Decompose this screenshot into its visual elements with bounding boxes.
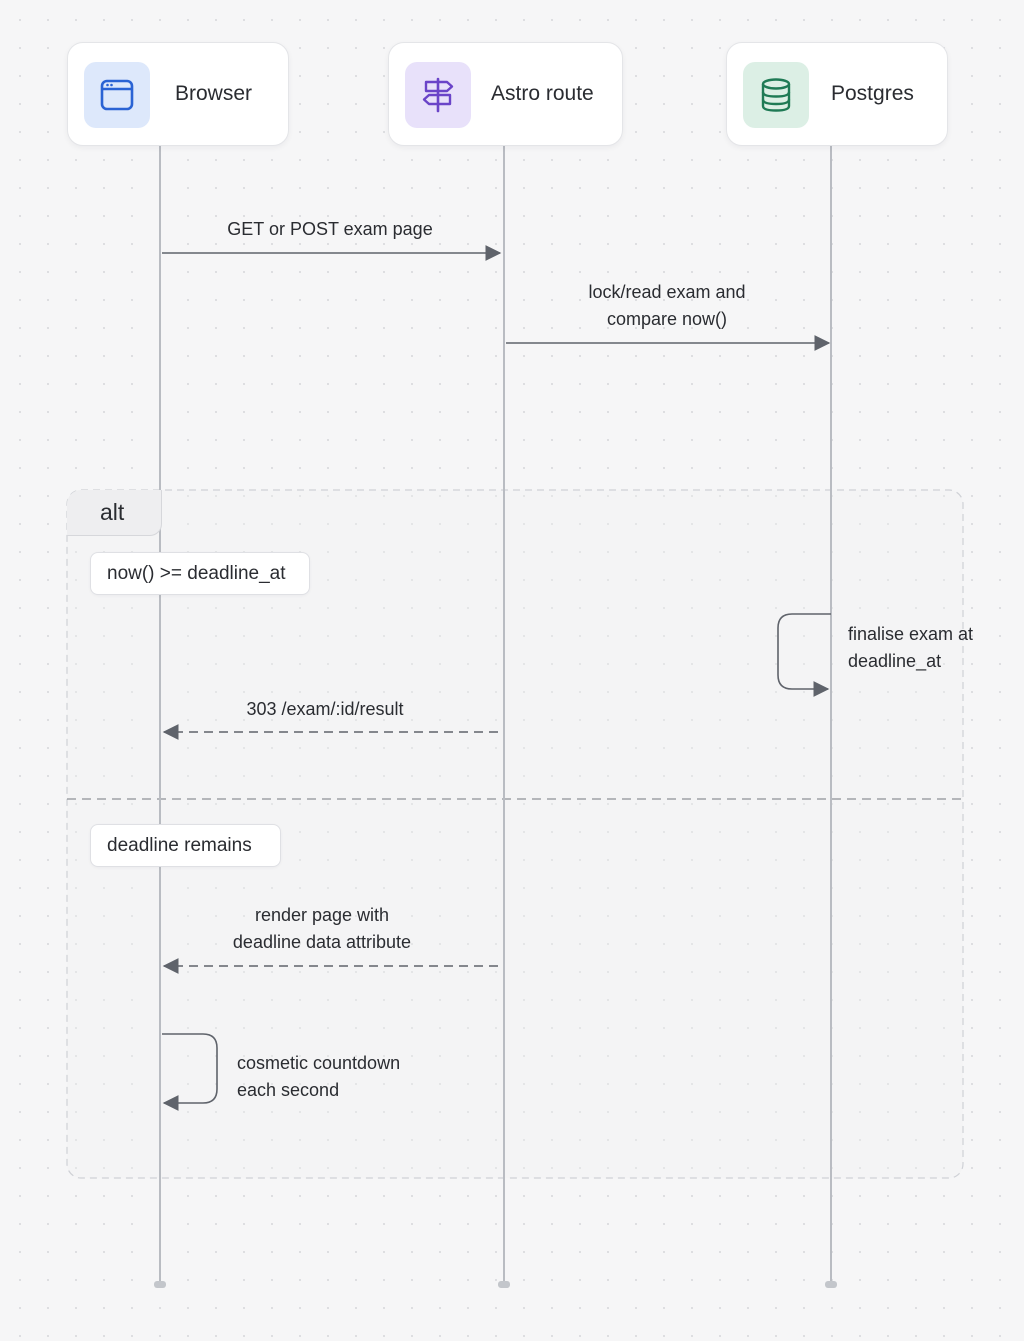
message-arrow-finalise-self (777, 613, 831, 697)
database-icon (761, 78, 791, 112)
postgres-icon-tile (743, 62, 809, 128)
message-label-line: 303 /exam/:id/result (246, 699, 404, 719)
message-label-line: compare now() (606, 309, 728, 329)
message-label-get-post: GET or POST exam page (200, 216, 460, 243)
message-label-countdown: cosmetic countdown each second (237, 1050, 400, 1104)
message-label-line: render page with (254, 905, 390, 925)
message-label-render-page: render page with deadline data attribute (197, 902, 447, 956)
participant-label-postgres: Postgres (831, 82, 914, 105)
message-label-finalise: finalise exam at deadline_at (848, 621, 973, 675)
lifeline-end-postgres (825, 1281, 837, 1288)
participant-astro-route: Astro route (388, 42, 623, 146)
participant-label-astro-route: Astro route (491, 82, 594, 105)
message-label-303-redirect: 303 /exam/:id/result (205, 696, 445, 723)
participant-browser: Browser (67, 42, 289, 146)
message-label-lock-read: lock/read exam and compare now() (547, 279, 787, 333)
message-label-line: deadline data attribute (232, 932, 412, 952)
message-label-line: GET or POST exam page (227, 219, 433, 239)
alt-frame (66, 489, 964, 1179)
lifeline-end-browser (154, 1281, 166, 1288)
lifeline-end-astro (498, 1281, 510, 1288)
signpost-icon (422, 77, 454, 113)
message-label-line: deadline_at (848, 651, 942, 671)
messages (162, 245, 831, 1111)
message-label-line: cosmetic countdown (237, 1053, 401, 1073)
message-label-line: finalise exam at (848, 624, 974, 644)
browser-icon-tile (84, 62, 150, 128)
message-arrow-countdown-self (162, 1033, 218, 1111)
message-label-line: lock/read exam and (588, 282, 746, 302)
browser-window-icon (100, 79, 134, 111)
guard-condition-deadline-remains: deadline remains (90, 824, 281, 867)
participant-label-browser: Browser (175, 82, 253, 105)
guard-condition-deadline-passed: now() >= deadline_at (90, 552, 310, 595)
astro-icon-tile (405, 62, 471, 128)
lifelines (154, 146, 837, 1288)
alt-frame-border (66, 489, 964, 1179)
alt-frame-label: alt (67, 490, 162, 536)
message-label-line: each second (237, 1080, 340, 1100)
participant-postgres: Postgres (726, 42, 948, 146)
